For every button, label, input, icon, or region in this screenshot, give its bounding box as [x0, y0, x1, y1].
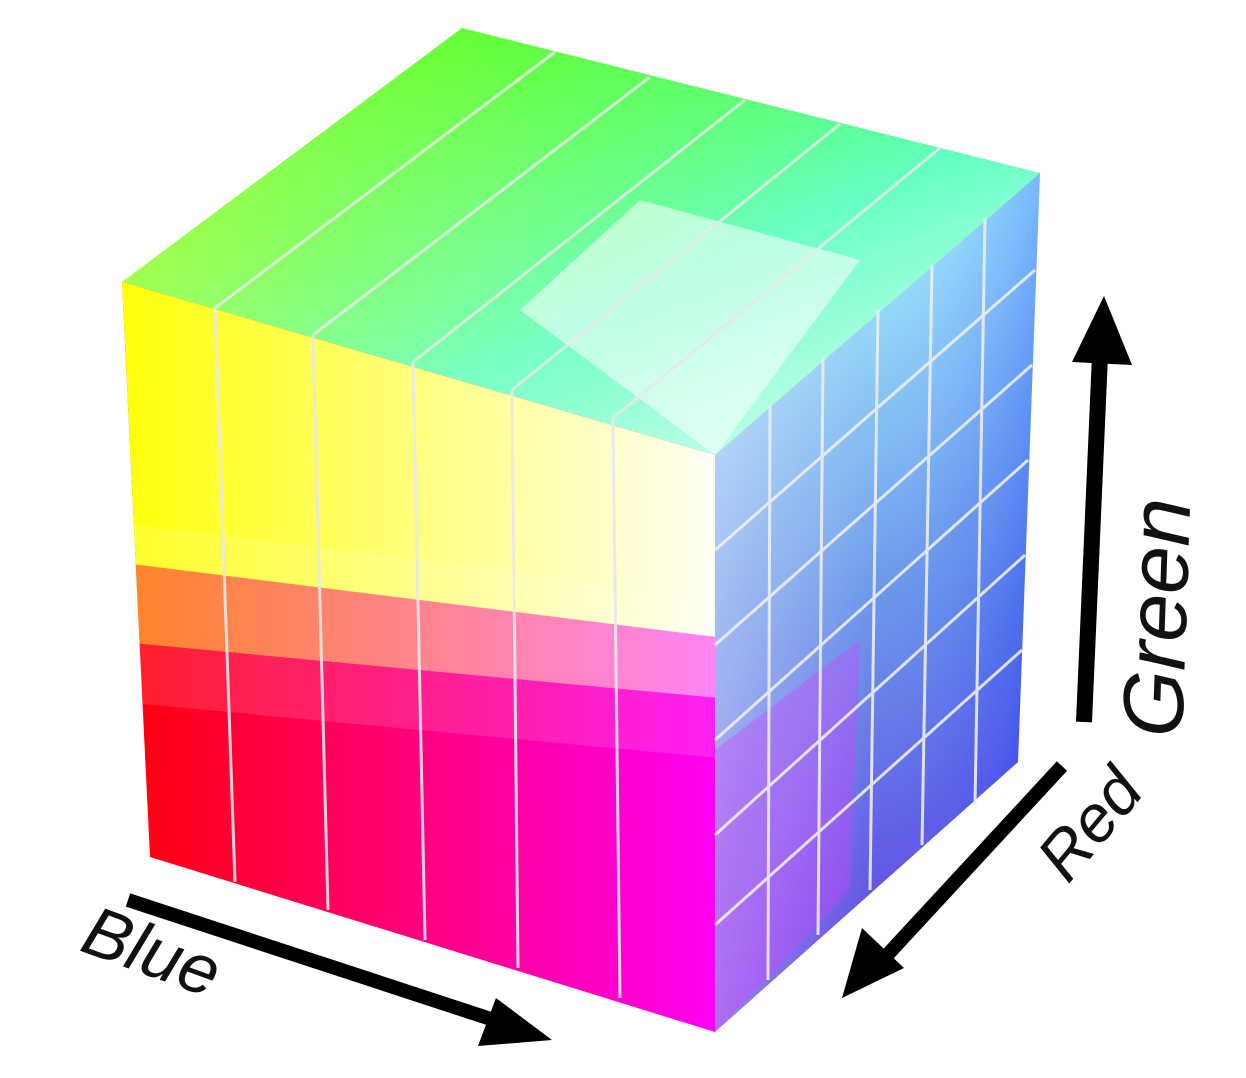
cube-top-face — [122, 28, 1040, 455]
blue-arrow-head — [478, 998, 552, 1046]
cube-right-face — [715, 173, 1040, 1032]
green-arrow-head — [1072, 296, 1132, 365]
green-axis: Green — [1072, 296, 1209, 739]
blue-arrow-shaft — [125, 893, 503, 1029]
right-face-grid — [713, 217, 1036, 981]
green-axis-label: Green — [1105, 496, 1209, 738]
green-arrow-shaft — [1076, 354, 1108, 723]
red-axis-label: Red — [1022, 752, 1158, 894]
front-slice-lines — [213, 307, 622, 999]
red-arrow-head — [842, 928, 904, 998]
red-arrow-shaft — [872, 761, 1068, 970]
top-slice-lines — [214, 50, 941, 420]
blue-axis-label: Blue — [73, 891, 231, 1012]
